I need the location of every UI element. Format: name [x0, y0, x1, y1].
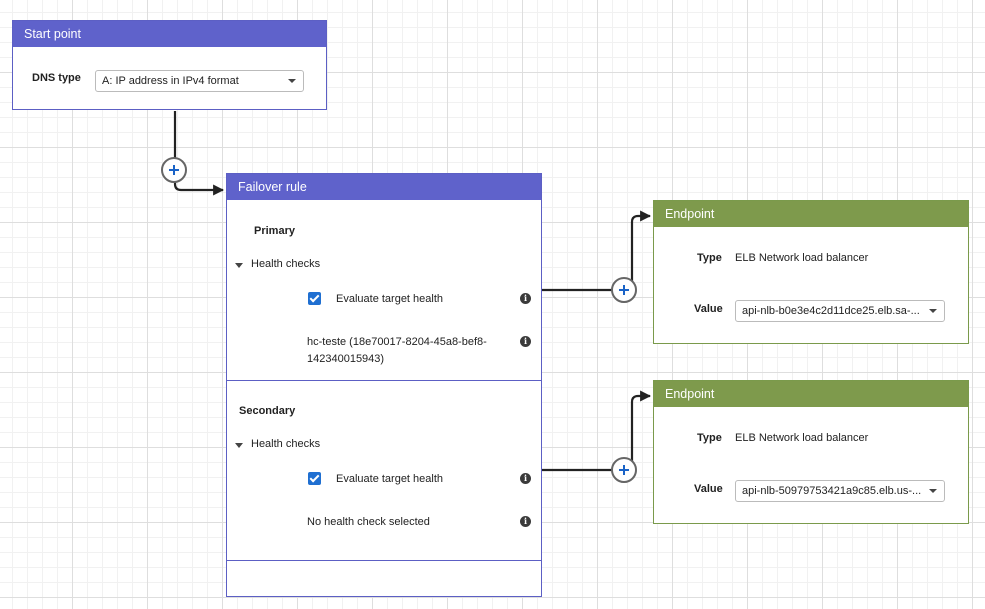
endpoint-box-primary: Endpoint Type ELB Network load balancer …	[653, 200, 969, 344]
primary-health-checks-label: Health checks	[251, 258, 321, 270]
endpoint-title: Endpoint	[654, 381, 968, 407]
endpoint-value-label: Value	[694, 303, 723, 315]
endpoint-type-label: Type	[697, 252, 722, 264]
caret-down-icon	[235, 443, 243, 448]
dns-type-value: A: IP address in IPv4 format	[102, 75, 239, 87]
endpoint-value-select[interactable]: api-nlb-50979753421a9c85.elb.us-...	[735, 480, 945, 502]
dns-type-select[interactable]: A: IP address in IPv4 format	[95, 70, 304, 92]
add-primary-endpoint-button[interactable]	[611, 277, 637, 303]
primary-evaluate-label: Evaluate target health	[336, 293, 444, 305]
endpoint-value-label: Value	[694, 483, 723, 495]
connector-primary-to-endpoint	[541, 210, 652, 292]
endpoint-value: api-nlb-b0e3e4c2d11dce25.elb.sa-...	[742, 305, 920, 317]
start-point-box: Start point DNS type A: IP address in IP…	[12, 20, 327, 110]
secondary-health-checks-label: Health checks	[251, 438, 321, 450]
endpoint-value-select[interactable]: api-nlb-b0e3e4c2d11dce25.elb.sa-...	[735, 300, 945, 322]
chevron-down-icon	[288, 79, 296, 83]
section-divider	[227, 380, 541, 381]
primary-evaluate-checkbox[interactable]	[308, 292, 321, 305]
endpoint-value: api-nlb-50979753421a9c85.elb.us-...	[742, 485, 922, 497]
section-divider	[227, 560, 541, 561]
info-icon[interactable]: i	[520, 516, 531, 527]
info-icon[interactable]: i	[520, 473, 531, 484]
endpoint-box-secondary: Endpoint Type ELB Network load balancer …	[653, 380, 969, 524]
chevron-down-icon	[929, 309, 937, 313]
primary-health-check-line1: hc-teste (18e70017-8204-45a8-bef8-	[307, 336, 487, 348]
secondary-evaluate-checkbox[interactable]	[308, 472, 321, 485]
chevron-down-icon	[929, 489, 937, 493]
start-point-title: Start point	[13, 21, 326, 47]
info-icon[interactable]: i	[520, 293, 531, 304]
add-rule-button[interactable]	[161, 157, 187, 183]
caret-down-icon	[235, 263, 243, 268]
add-secondary-endpoint-button[interactable]	[611, 457, 637, 483]
connector-start-to-failover	[173, 111, 225, 196]
failover-rule-box: Failover rule Primary Health checks Eval…	[226, 173, 542, 597]
endpoint-type-label: Type	[697, 432, 722, 444]
endpoint-type-value: ELB Network load balancer	[735, 252, 869, 264]
secondary-health-check-text: No health check selected	[307, 516, 430, 528]
failover-rule-title: Failover rule	[227, 174, 541, 200]
dns-type-label: DNS type	[32, 72, 81, 84]
primary-health-check-line2: 142340015943)	[307, 353, 385, 365]
secondary-label: Secondary	[239, 405, 296, 417]
endpoint-title: Endpoint	[654, 201, 968, 227]
secondary-evaluate-label: Evaluate target health	[336, 473, 444, 485]
info-icon[interactable]: i	[520, 336, 531, 347]
primary-label: Primary	[254, 225, 295, 237]
endpoint-type-value: ELB Network load balancer	[735, 432, 869, 444]
connector-secondary-to-endpoint	[541, 390, 652, 472]
